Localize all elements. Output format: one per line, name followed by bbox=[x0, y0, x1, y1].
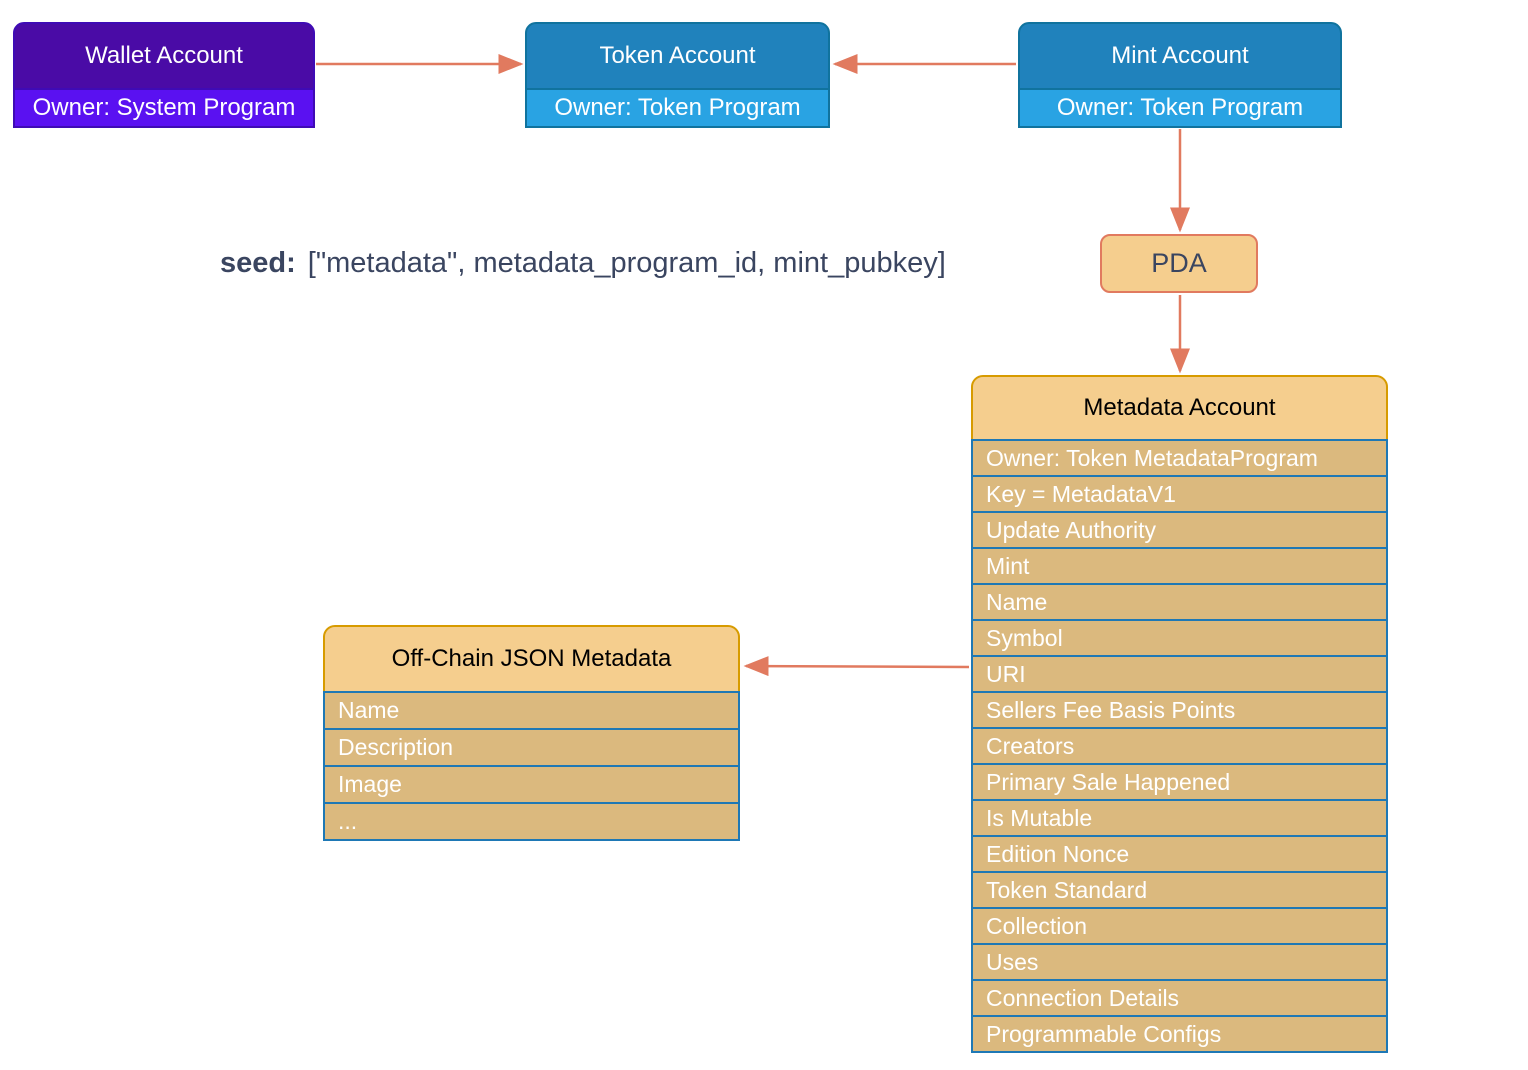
seed-annotation: seed: ["metadata", metadata_program_id, m… bbox=[220, 247, 946, 280]
table-row: Edition Nonce bbox=[971, 835, 1388, 873]
table-row: Primary Sale Happened bbox=[971, 763, 1388, 801]
table-row: ... bbox=[323, 802, 740, 841]
seed-label: seed: bbox=[220, 247, 296, 279]
token-account-owner: Owner: Token Program bbox=[525, 88, 830, 128]
table-row: Symbol bbox=[971, 619, 1388, 657]
mint-account-title: Mint Account bbox=[1018, 22, 1342, 90]
table-row: Is Mutable bbox=[971, 799, 1388, 837]
table-row: Token Standard bbox=[971, 871, 1388, 909]
table-row: Update Authority bbox=[971, 511, 1388, 549]
pda-node: PDA bbox=[1100, 234, 1258, 293]
table-row: URI bbox=[971, 655, 1388, 693]
table-row: Mint bbox=[971, 547, 1388, 585]
table-row: Name bbox=[323, 691, 740, 730]
seed-value: ["metadata", metadata_program_id, mint_p… bbox=[307, 247, 946, 279]
table-row: Collection bbox=[971, 907, 1388, 945]
offchain-json-metadata-title: Off-Chain JSON Metadata bbox=[323, 625, 740, 693]
table-row: Sellers Fee Basis Points bbox=[971, 691, 1388, 729]
mint-account-owner: Owner: Token Program bbox=[1018, 88, 1342, 128]
table-row: Image bbox=[323, 765, 740, 804]
table-row: Uses bbox=[971, 943, 1388, 981]
wallet-account-node: Wallet Account Owner: System Program bbox=[13, 22, 315, 128]
token-account-title: Token Account bbox=[525, 22, 830, 90]
mint-account-node: Mint Account Owner: Token Program bbox=[1018, 22, 1342, 128]
table-row: Name bbox=[971, 583, 1388, 621]
arrow-metadata-uri-to-offchain bbox=[743, 656, 970, 677]
table-row: Description bbox=[323, 728, 740, 767]
table-row: Creators bbox=[971, 727, 1388, 765]
wallet-account-title: Wallet Account bbox=[13, 22, 315, 90]
metadata-account-node: Metadata Account Owner: Token MetadataPr… bbox=[971, 375, 1388, 1053]
metadata-account-title: Metadata Account bbox=[971, 375, 1388, 441]
token-account-node: Token Account Owner: Token Program bbox=[525, 22, 830, 128]
wallet-account-owner: Owner: System Program bbox=[13, 88, 315, 128]
table-row: Connection Details bbox=[971, 979, 1388, 1017]
table-row: Key = MetadataV1 bbox=[971, 475, 1388, 513]
table-row: Owner: Token MetadataProgram bbox=[971, 439, 1388, 477]
table-row: Programmable Configs bbox=[971, 1015, 1388, 1053]
